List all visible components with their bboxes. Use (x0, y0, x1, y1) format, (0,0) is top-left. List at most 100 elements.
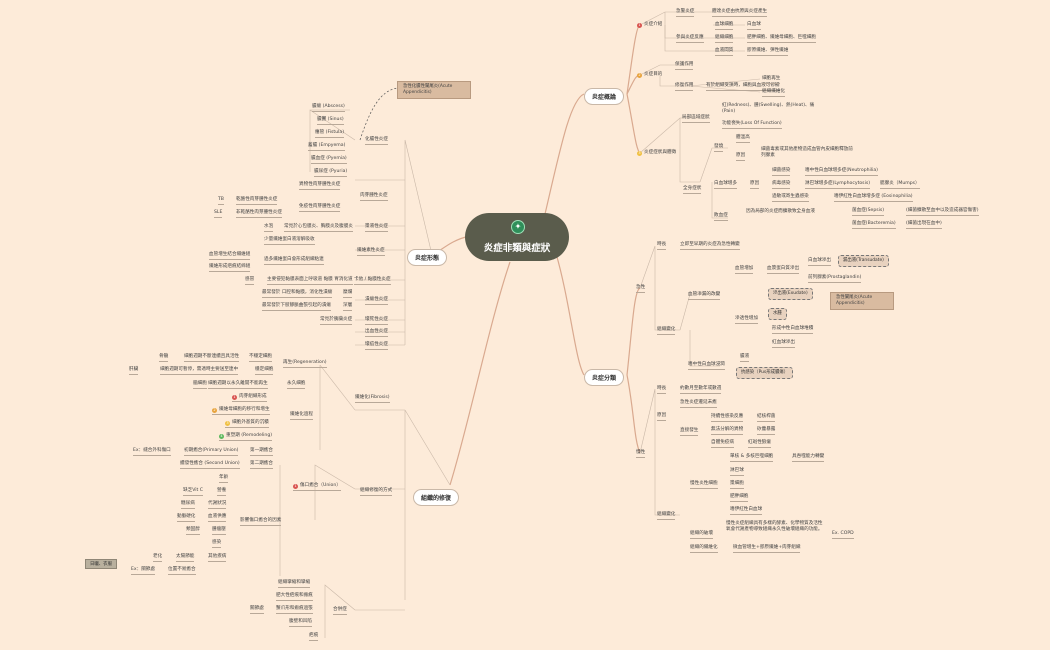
main-topic-overview[interactable]: 炎症概論 (584, 88, 625, 105)
node[interactable]: 參與炎症反應 (676, 35, 704, 43)
node[interactable]: 全身症狀 (683, 186, 702, 194)
node[interactable]: 發燒 (714, 144, 724, 152)
node[interactable]: 時長 (657, 242, 667, 250)
node[interactable]: 再生(Regeneration) (283, 360, 327, 368)
node[interactable]: 肥大性疤痕和瘢痕 (276, 593, 313, 601)
node[interactable]: 深層 (343, 303, 353, 311)
node[interactable]: 膿血症 (Pyemia) (311, 156, 347, 164)
node[interactable]: 慢性 (636, 450, 646, 458)
node[interactable]: 血管滲漏的改變 (688, 292, 721, 300)
node[interactable]: 急性炎症遷延未癒 (680, 400, 717, 408)
node[interactable]: 異物性肉芽腫性炎症 (299, 182, 341, 190)
node[interactable]: 組織的纖維化 (690, 545, 718, 553)
node[interactable]: 第二期癒合 (250, 461, 273, 469)
node[interactable]: 常見於胰臟炎症 (320, 317, 353, 325)
node[interactable]: 位置不易癒合 (168, 567, 196, 575)
node[interactable]: 不穩定細胞 (249, 354, 272, 362)
node[interactable]: 細胞週期可暫停，需適時主要送至連中 (160, 367, 239, 375)
node[interactable]: TB (218, 197, 224, 205)
node[interactable]: 病毒感染 (772, 181, 791, 189)
node[interactable]: 老化 (153, 554, 163, 562)
node[interactable]: 過多纖維蛋白會形成組織粘連 (264, 257, 324, 265)
node[interactable]: 白血球增多 (714, 181, 737, 189)
node[interactable]: 非乾酪性肉芽腫性炎症 (236, 210, 282, 218)
node[interactable]: 纖維形成疤痕結締組 (209, 264, 251, 272)
node[interactable]: 自體免疫病 (711, 440, 734, 448)
node[interactable]: Ex. COPD (832, 531, 854, 539)
node[interactable]: 嗜中性白血球增多症(Neutrophilia) (805, 168, 878, 176)
node[interactable]: 太陽節能 (176, 554, 195, 562)
node[interactable]: 嗜伊紅性白血球 (730, 507, 763, 515)
node[interactable]: 動脈硬化 (177, 514, 196, 522)
node[interactable]: 膿瘍 (Abscess) (312, 104, 345, 112)
node[interactable]: 常見於心包膜炎、胸膜炎及腹膜炎 (284, 224, 353, 232)
node[interactable]: 形成中性白血球堆積 (772, 326, 814, 334)
node[interactable]: 腮腺炎（Mumps） (880, 181, 920, 189)
node[interactable]: 有於組織受損時，細胞與血液可修補 (706, 83, 780, 91)
node[interactable]: 感染 (212, 540, 222, 548)
node[interactable]: 纖維化(Fibrosis) (355, 395, 390, 403)
node[interactable]: 壞疽性炎症 (365, 342, 388, 350)
node[interactable]: 組織變化 (657, 327, 676, 335)
node[interactable]: 其他疾病 (208, 554, 227, 562)
node-edema[interactable]: 水腫 (768, 308, 787, 320)
node[interactable]: 組織攣縮和攣縮 (278, 580, 311, 588)
node[interactable]: 穩定細胞 (255, 367, 274, 375)
node[interactable]: 前列腺素(Prostaglandin) (808, 275, 862, 283)
node[interactable]: 組織變化 (657, 512, 676, 520)
main-topic-repair[interactable]: 組織的修復 (413, 489, 460, 506)
node[interactable]: 嗜中性白血球浸潤 (688, 362, 725, 370)
node[interactable]: 卡他 / 黏膜性炎症 (354, 277, 391, 285)
node[interactable]: Ex：縫合外科傷口 (133, 448, 171, 456)
node[interactable]: 具吞噬能力轉變 (792, 454, 825, 462)
node[interactable]: 疤痕 (309, 633, 319, 641)
main-topic-pathology[interactable]: 炎症形態 (407, 249, 448, 266)
node[interactable]: 漿液性炎症 (365, 224, 388, 232)
node[interactable]: 體溫高 (736, 135, 750, 143)
node[interactable]: 糖尿病 (181, 501, 195, 509)
node[interactable]: 漿細胞 (730, 481, 744, 489)
node[interactable]: 血管增加 (735, 266, 754, 274)
node[interactable]: 血液間質 (715, 48, 734, 56)
node[interactable]: Ex：關節處 (131, 567, 155, 575)
node[interactable]: 膿竇 (Sinus) (317, 117, 344, 125)
node-exudate[interactable]: 滲出液(Exudate) (768, 288, 813, 300)
node[interactable]: (細菌擴散至血中以及造成器官傷害) (906, 208, 979, 216)
node[interactable]: 組織的破壞 (690, 531, 713, 539)
node-sunlight[interactable]: 日曬、衣服 (85, 559, 117, 569)
node[interactable]: 滲透性增加 (735, 316, 758, 324)
node[interactable]: 代謝狀況 (208, 501, 227, 509)
node[interactable]: 微血管增生+膠原纖維+肉芽組織 (733, 545, 801, 553)
node[interactable]: 關節處 (250, 606, 264, 614)
node[interactable]: 白血球滲出 (808, 258, 831, 266)
node[interactable]: 修復作用 (675, 83, 694, 91)
node[interactable]: 慢性炎性細胞 (690, 481, 718, 489)
node[interactable]: 結核桿菌 (757, 414, 776, 422)
node[interactable]: 白血球 (747, 22, 761, 30)
node[interactable]: 續發性癒合 (Second Union) (180, 461, 240, 469)
central-topic[interactable]: ✦ 炎症非類與症狀 (465, 213, 569, 261)
node[interactable]: 因為局部的炎症而擴散致全身血液 (746, 209, 846, 215)
node[interactable]: 缺乏Vit C (183, 488, 203, 496)
node[interactable]: 壞死性炎症 (365, 317, 388, 325)
node[interactable]: 單核 & 多核巨噬細胞 (730, 454, 774, 462)
node[interactable]: 蓄膿 (Empyema) (308, 143, 346, 151)
node[interactable]: 原因 (736, 153, 746, 161)
node[interactable]: 合併症 (333, 607, 347, 615)
node[interactable]: 永久細胞 (287, 381, 306, 389)
node[interactable]: 最常發於下肢靜脈曲張引起的潰瘍 (262, 303, 331, 311)
node[interactable]: 纖維素性炎症 (357, 248, 385, 256)
node[interactable]: 直接發生 (680, 428, 699, 436)
node[interactable]: 紅斑性狼瘡 (748, 440, 771, 448)
node[interactable]: 過敏或寄生蟲感染 (772, 194, 809, 202)
node[interactable]: 影響傷口癒合的因素 (240, 518, 282, 526)
node[interactable]: 立即至早期的炎症為急性轉變 (680, 242, 740, 250)
node[interactable]: 體達炎症由抗原與炎症產生 (712, 9, 768, 17)
node[interactable]: 急性 (636, 285, 646, 293)
